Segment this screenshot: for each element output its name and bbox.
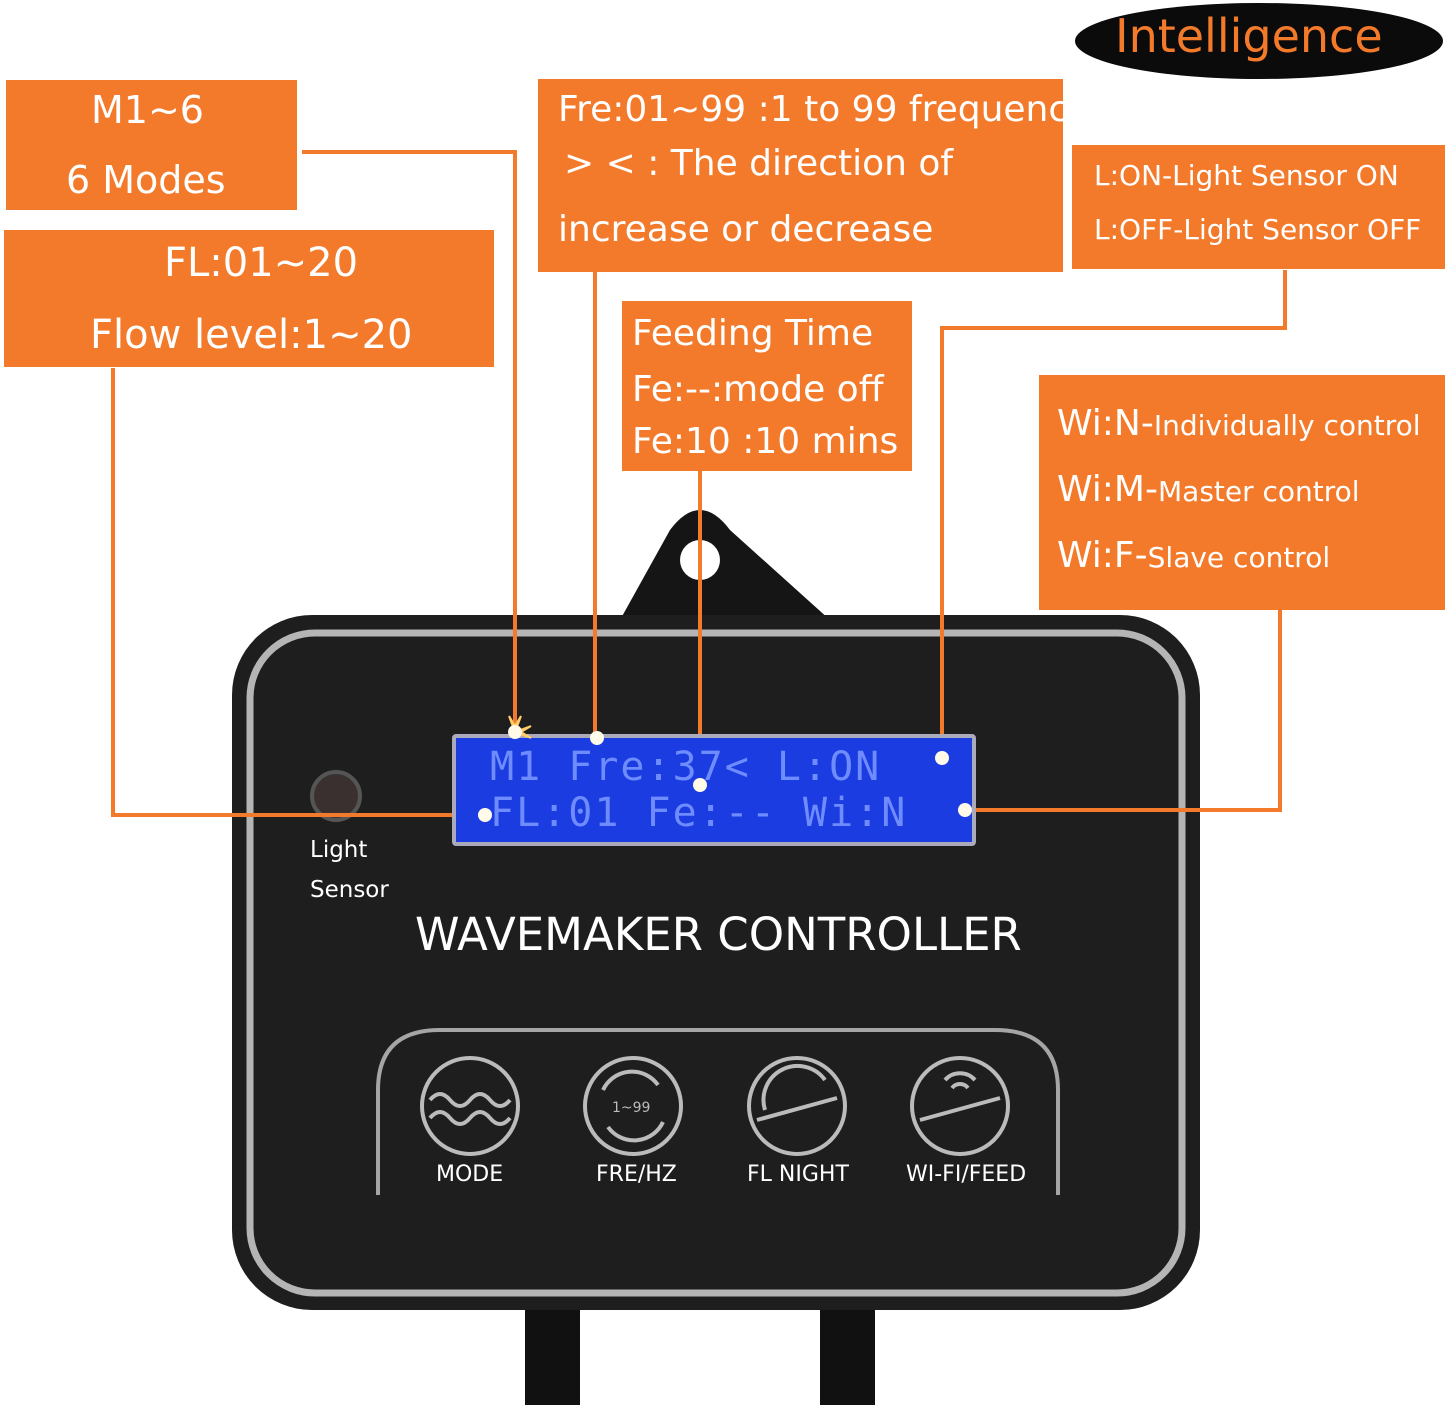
callout-text: FL:01~20 — [164, 240, 359, 286]
lcd-line-1: M1 Fre:37< L:ON — [490, 744, 882, 790]
callout-text: 6 Modes — [66, 158, 226, 202]
callout-text: Fe:--:mode off — [632, 369, 884, 410]
lcd-line-2: FL:01 Fe:-- Wi:N — [490, 790, 908, 836]
wifi-desc: Slave control — [1147, 541, 1331, 574]
wifi-code: Wi:N- — [1057, 403, 1154, 444]
wifi-desc: Individually control — [1153, 409, 1421, 442]
callout-text: increase or decrease — [558, 209, 934, 250]
badge-text: Intelligence — [1115, 9, 1383, 63]
callout-feeding: Feeding Time Fe:--:mode off Fe:10 :10 mi… — [622, 301, 912, 471]
callout-text: L:OFF-Light Sensor OFF — [1094, 213, 1422, 246]
wifi-code: Wi:F- — [1057, 535, 1148, 576]
sensor-label-line: Light — [310, 837, 368, 863]
lcd-display: M1 Fre:37< L:ON FL:01 Fe:-- Wi:N — [452, 734, 976, 846]
callout-light-sensor: L:ON-Light Sensor ON L:OFF-Light Sensor … — [1072, 145, 1445, 269]
cycle-icon-text: 1~99 — [612, 1100, 650, 1116]
fl-night-button[interactable]: FL NIGHT — [747, 1162, 849, 1187]
callout-text: Flow level:1~20 — [90, 312, 413, 358]
callout-text: > < : The direction of — [564, 143, 954, 184]
light-sensor-label: Light Sensor — [310, 830, 389, 910]
callout-text: L:ON-Light Sensor ON — [1094, 159, 1399, 192]
wifi-desc: Master control — [1158, 475, 1360, 508]
sensor-label-line: Sensor — [310, 877, 389, 903]
wifi-code: Wi:M- — [1057, 469, 1158, 510]
device-title: WAVEMAKER CONTROLLER — [415, 908, 1022, 961]
callout-modes: M1~6 6 Modes — [6, 80, 297, 210]
callout-text: M1~6 — [91, 88, 204, 132]
wifi-feed-button[interactable]: WI-FI/FEED — [906, 1162, 1027, 1187]
mode-button[interactable]: MODE — [436, 1162, 504, 1187]
callout-wifi: Wi:N-Individually control Wi:M-Master co… — [1039, 375, 1445, 610]
callout-text: Fe:10 :10 mins — [632, 421, 899, 462]
callout-text: Feeding Time — [632, 313, 874, 354]
callout-flow: FL:01~20 Flow level:1~20 — [4, 230, 494, 367]
fre-hz-button[interactable]: FRE/HZ — [596, 1162, 677, 1187]
callout-text: Fre:01~99 :1 to 99 frequency — [558, 89, 1090, 130]
intelligence-badge: Intelligence — [1075, 3, 1443, 79]
callout-frequency: Fre:01~99 :1 to 99 frequency > < : The d… — [538, 79, 1089, 272]
